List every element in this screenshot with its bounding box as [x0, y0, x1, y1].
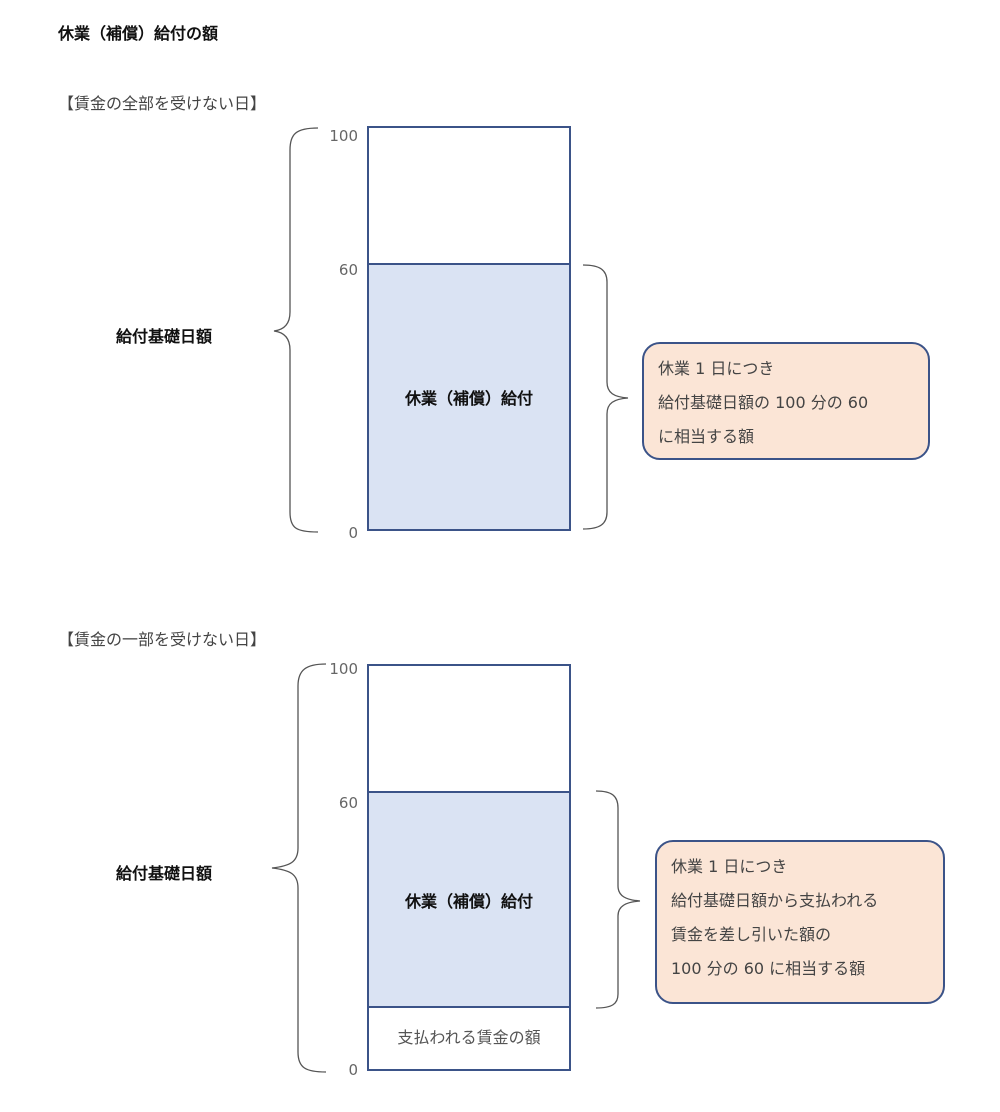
basic-daily-amount-label: 給付基礎日額: [116, 327, 213, 346]
note-line: 100 分の 60 に相当する額: [671, 959, 866, 978]
section-label-partial-day: 【賃金の一部を受けない日】: [58, 630, 267, 649]
tick-100: 100: [329, 660, 358, 678]
tick-60: 60: [338, 794, 358, 812]
note-line: 給付基礎日額の 100 分の 60: [658, 393, 869, 412]
page-title: 休業（補償）給付の額: [58, 24, 219, 43]
note-line: に相当する額: [658, 427, 755, 446]
scale-bar: 休業（補償）給付 支払われる賃金の額: [367, 664, 571, 1071]
tick-0: 0: [348, 524, 358, 542]
right-brace: [582, 264, 629, 530]
benefit-segment-label: 休業（補償）給付: [404, 389, 533, 408]
tick-0: 0: [348, 1061, 358, 1079]
note-line: 給付基礎日額から支払われる: [671, 891, 879, 910]
section-label-full-day: 【賃金の全部を受けない日】: [58, 94, 267, 113]
left-brace: [273, 127, 319, 533]
left-brace: [271, 663, 327, 1073]
right-brace: [595, 790, 641, 1009]
scale-bar: 休業（補償）給付: [367, 126, 571, 531]
benefit-segment-label: 休業（補償）給付: [404, 891, 533, 911]
note-line: 休業 1 日につき: [658, 359, 775, 378]
note-line: 休業 1 日につき: [671, 857, 788, 876]
tick-60: 60: [338, 261, 358, 279]
paid-wage-segment-label: 支払われる賃金の額: [397, 1028, 541, 1047]
benefit-segment: 休業（補償）給付: [369, 263, 569, 529]
benefit-segment: 休業（補償）給付: [369, 791, 569, 1008]
tick-100: 100: [329, 127, 358, 145]
basic-daily-amount-label: 給付基礎日額: [116, 864, 213, 883]
benefit-note-box: 休業 1 日につき 給付基礎日額から支払われる 賃金を差し引いた額の 100 分…: [655, 840, 945, 1004]
benefit-note-box: 休業 1 日につき 給付基礎日額の 100 分の 60 に相当する額: [642, 342, 930, 460]
note-line: 賃金を差し引いた額の: [671, 925, 832, 944]
